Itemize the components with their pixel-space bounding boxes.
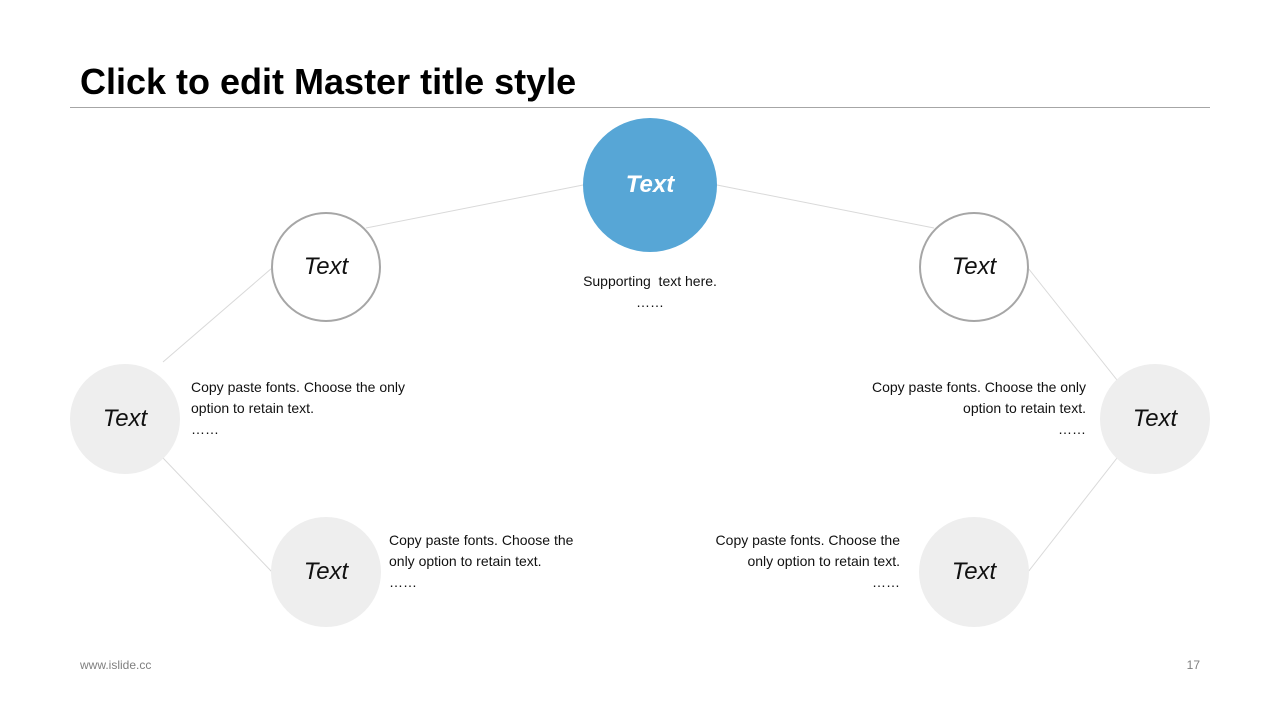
- lower-left-description: Copy paste fonts. Choose the only option…: [389, 530, 609, 593]
- lower-left-ellipsis: ……: [389, 574, 417, 590]
- upper-left-node[interactable]: Text: [271, 212, 381, 322]
- connector-upper-left-mid-left: [162, 267, 273, 363]
- footer-url: www.islide.cc: [80, 658, 152, 672]
- center-ellipsis: ……: [636, 294, 664, 310]
- slide-title: Click to edit Master title style: [80, 61, 577, 102]
- mid-left-node[interactable]: Text: [70, 364, 180, 474]
- center-node-label: Text: [625, 171, 675, 198]
- connector-mid-right-lower-right: [1027, 457, 1118, 573]
- lower-left-node-label: Text: [303, 558, 349, 585]
- mid-left-description: Copy paste fonts. Choose the only option…: [191, 377, 451, 440]
- center-supporting-body: Supporting text here.: [583, 273, 717, 289]
- mid-right-body: Copy paste fonts. Choose the only option…: [871, 379, 1086, 416]
- title-divider: [70, 107, 1210, 108]
- center-supporting-text: Supporting text here. ……: [550, 271, 750, 313]
- lower-right-node-label: Text: [951, 558, 997, 585]
- upper-right-node[interactable]: Text: [919, 212, 1029, 322]
- upper-left-node-label: Text: [303, 253, 349, 280]
- page-number: 17: [1186, 658, 1200, 672]
- upper-right-node-label: Text: [951, 253, 997, 280]
- connector-upper-right-mid-right: [1027, 267, 1118, 381]
- lower-right-ellipsis: ……: [872, 574, 900, 590]
- lower-right-node[interactable]: Text: [919, 517, 1029, 627]
- connector-center-upper-left: [365, 184, 584, 229]
- mid-left-body: Copy paste fonts. Choose the only option…: [191, 379, 406, 416]
- connector-mid-left-lower-left: [162, 457, 273, 573]
- center-node[interactable]: Text: [583, 118, 717, 252]
- lower-right-body: Copy paste fonts. Choose the only option…: [715, 532, 900, 569]
- lower-left-node[interactable]: Text: [271, 517, 381, 627]
- connector-center-upper-right: [716, 184, 935, 229]
- lower-left-body: Copy paste fonts. Choose the only option…: [389, 532, 574, 569]
- mid-right-description: Copy paste fonts. Choose the only option…: [826, 377, 1086, 440]
- mid-left-ellipsis: ……: [191, 421, 219, 437]
- mid-right-node[interactable]: Text: [1100, 364, 1210, 474]
- mid-right-ellipsis: ……: [1058, 421, 1086, 437]
- lower-right-description: Copy paste fonts. Choose the only option…: [680, 530, 900, 593]
- mid-left-node-label: Text: [102, 405, 148, 432]
- mid-right-node-label: Text: [1132, 405, 1178, 432]
